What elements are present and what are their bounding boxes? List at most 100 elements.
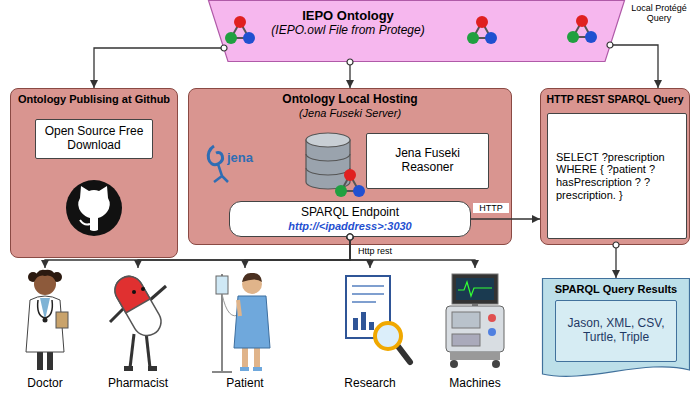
machine-figure [452, 274, 498, 304]
box-text: Jason, XML, CSV, Turtle, Triple [562, 317, 670, 345]
machine-figure [446, 274, 504, 368]
molecule-icon [567, 15, 597, 43]
query-box: SELECT ?prescription WHERE { ?patient ?h… [547, 113, 687, 239]
box-text: Open Source Free Download [42, 125, 146, 153]
doctor-figure [28, 272, 38, 282]
pharmacist-figure [110, 271, 166, 340]
figure-caption: Patient [226, 377, 263, 391]
github-logo [78, 186, 110, 231]
figure-node: Pharmacist [98, 268, 178, 392]
process-box: Jena Fuseki Reasoner [366, 133, 489, 189]
pharmacist-figure [150, 286, 166, 300]
doctor-figure [26, 296, 64, 352]
document-shape: SPARQL Query ResultsJason, XML, CSV, Tur… [542, 278, 690, 384]
ontology-banner: IEPO Ontology(IEPO.owl File from Protege… [208, 0, 625, 62]
pharmacist-figure [110, 271, 166, 371]
patient-figure [242, 273, 262, 282]
connector [350, 237, 475, 268]
label-holder: jena [227, 151, 267, 166]
machine-figure [456, 278, 494, 300]
patient-figure [254, 346, 260, 368]
machine-figure [450, 360, 458, 368]
patient-figure [242, 346, 248, 368]
pharmacist-figure [141, 287, 145, 291]
result-box: Jason, XML, CSV, Turtle, Triple [555, 300, 677, 362]
panel: HTTP REST SPARQL QuerySELECT ?prescripti… [540, 88, 690, 245]
patient-figure [240, 367, 249, 371]
patient-figure [212, 371, 232, 373]
process-box: Open Source Free Download [35, 119, 153, 159]
database-icon [306, 133, 350, 189]
machine-figure [488, 328, 496, 336]
patient-figure [253, 367, 262, 371]
connector [245, 237, 350, 268]
patient-figure [212, 273, 270, 372]
banner-title: IEPO Ontology [302, 9, 394, 24]
edge-label-holder: Http rest [353, 246, 397, 256]
research-figure [352, 286, 384, 302]
database-icon [306, 154, 350, 175]
research-figure [397, 345, 410, 362]
doctor-figure [43, 318, 48, 323]
doctor-figure [38, 300, 53, 318]
figure-caption: Pharmacist [108, 377, 168, 391]
doctor-figure [26, 270, 68, 370]
edge-label-holder: Local Protégé Query [630, 3, 688, 24]
research-figure [375, 323, 401, 349]
figure-node: Research [325, 268, 415, 392]
connector [138, 237, 350, 268]
pharmacist-figure [124, 366, 133, 371]
database-icon [306, 133, 350, 147]
panel: Ontology Publising at GithubOpen Source … [10, 88, 178, 258]
research-figure [353, 318, 358, 330]
doctor-figure [52, 272, 62, 282]
research-figure [369, 322, 374, 330]
logo-text: jena [227, 151, 267, 166]
pharmacist-figure [146, 332, 150, 368]
figure-node: Machines [430, 268, 520, 392]
panel-heading: Ontology Local Hosting [282, 93, 417, 107]
molecule-icon [335, 169, 365, 197]
doctor-figure [40, 298, 50, 320]
machine-figure [450, 352, 500, 360]
machine-figure [458, 282, 492, 296]
figure-node: Patient [205, 268, 285, 392]
figure-node: Doctor [8, 268, 82, 392]
pharmacist-figure [110, 271, 150, 313]
pharmacist-figure [110, 271, 166, 340]
pharmacist-figure [132, 290, 136, 294]
doctor-figure [56, 312, 68, 328]
connector [94, 48, 224, 88]
document-shape-outline [543, 279, 690, 377]
document-heading: SPARQL Query Results [555, 283, 677, 296]
query-text: SELECT ?prescription WHERE { ?patient ?h… [556, 151, 678, 202]
doctor-figure [47, 350, 53, 370]
box-text: Jena Fuseki Reasoner [375, 147, 480, 175]
jena-logo [208, 146, 222, 165]
molecule-icon [225, 16, 255, 44]
panel-subtitle: (Jena Fuseki Server) [299, 107, 401, 120]
molecule-icon [467, 16, 497, 44]
jena-logo [214, 164, 228, 182]
research-figure [346, 276, 390, 338]
figure-caption: Machines [449, 377, 500, 391]
panel-heading: HTTP REST SPARQL Query [546, 93, 683, 105]
figure-caption: Doctor [27, 377, 62, 391]
github-logo [80, 220, 90, 225]
endpoint-url: http://<ipaddress>:3030 [288, 220, 412, 233]
ontology-banner-outline [209, 1, 625, 62]
patient-figure [221, 274, 223, 372]
edge-label-holder: HTTP [473, 203, 509, 213]
pharmacist-figure [110, 306, 126, 322]
machine-figure [492, 360, 500, 368]
pharmacist-figure [130, 334, 134, 368]
doctor-figure [37, 350, 43, 370]
patient-figure [222, 294, 240, 316]
doctor-figure [34, 270, 56, 282]
endpoint-box: SPARQL Endpointhttp://<ipaddress>:3030 [229, 201, 471, 237]
box-heading: SPARQL Endpoint [301, 206, 399, 220]
connector [45, 237, 350, 268]
patient-figure [242, 274, 262, 294]
connector [615, 245, 616, 278]
patient-figure [234, 296, 270, 348]
